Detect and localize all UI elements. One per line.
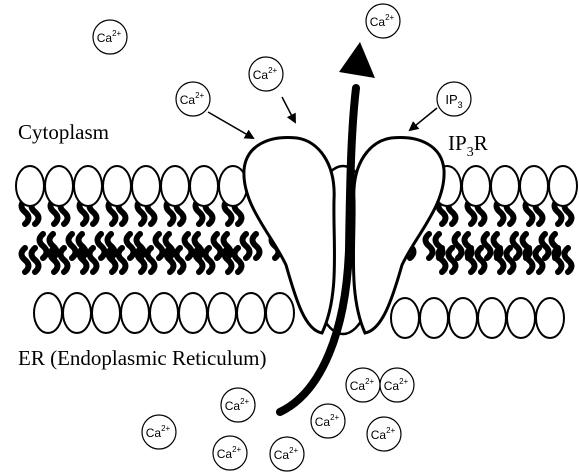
lipid-head (74, 166, 102, 206)
lipid-tail (156, 234, 163, 258)
lipid-head (179, 293, 207, 333)
lipid-tail (536, 248, 543, 272)
lipid-head (161, 166, 189, 206)
lipid-head (520, 166, 548, 206)
calcium-ion: Ca2+ (367, 417, 401, 451)
lipid-head (391, 298, 419, 338)
lipid-tail (127, 234, 134, 258)
calcium-ion: Ca2+ (270, 437, 304, 471)
ca-binding-arrow-left (208, 112, 253, 138)
calcium-ion: Ca2+ (176, 82, 210, 116)
lipid-tails-left (22, 200, 289, 272)
lipid-head (121, 293, 149, 333)
lipid-tail (507, 248, 514, 272)
lipid-head (507, 298, 535, 338)
lipid-tail (185, 234, 192, 258)
lipid-head (132, 166, 160, 206)
lipid-tail (98, 234, 105, 258)
ca-binding-arrow-center (282, 97, 295, 122)
calcium-ion: Ca2+ (93, 20, 127, 54)
lipid-head (208, 293, 236, 333)
lipid-tail (484, 234, 491, 258)
calcium-ion: Ca2+ (142, 415, 176, 449)
lipid-tail (449, 248, 456, 272)
lipid-tail (214, 234, 221, 258)
lipid-tail (61, 248, 68, 272)
lipid-tail (235, 248, 242, 272)
lipid-head (34, 293, 62, 333)
lipid-tail (69, 234, 76, 258)
calcium-ion: Ca2+ (380, 368, 414, 402)
lipid-tail (426, 234, 433, 258)
lipid-tail (177, 248, 184, 272)
calcium-ion: Ca2+ (213, 436, 247, 470)
lipid-tail (478, 248, 485, 272)
calcium-ion: Ca2+ (346, 368, 380, 402)
er-label: ER (Endoplasmic Reticulum) (18, 346, 266, 370)
lipid-tail (253, 234, 260, 258)
lipid-tail (206, 248, 213, 272)
lipid-tail (513, 234, 520, 258)
lipid-head (150, 293, 178, 333)
ip3r-label: IP3R (448, 131, 488, 160)
lipid-head (420, 298, 448, 338)
lipid-head (536, 298, 564, 338)
lipid-tail (455, 234, 462, 258)
lipid-head (549, 166, 577, 206)
lipid-head (63, 293, 91, 333)
lipid-tail (90, 248, 97, 272)
lipid-head (462, 166, 490, 206)
lipid-head (103, 166, 131, 206)
cytoplasm-label: Cytoplasm (18, 120, 109, 144)
lipid-head (491, 166, 519, 206)
lipid-tail (148, 248, 155, 272)
lipid-head (45, 166, 73, 206)
lipid-head (16, 166, 44, 206)
lipid-head (92, 293, 120, 333)
calcium-ion: Ca2+ (366, 4, 400, 38)
calcium-ion: Ca2+ (249, 57, 283, 91)
ip3-ligand: IP3 (437, 82, 471, 116)
lipid-tail (119, 248, 126, 272)
lipid-tail (243, 234, 250, 258)
lipid-head (449, 298, 477, 338)
lipid-tail (32, 248, 39, 272)
lipid-head (478, 298, 506, 338)
lipid-head (266, 293, 294, 333)
lipid-head (190, 166, 218, 206)
calcium-ion: Ca2+ (311, 404, 345, 438)
lipid-tail (542, 234, 549, 258)
lipid-tail (22, 248, 29, 272)
ip3-binding-arrow (410, 108, 437, 130)
lipid-tail (40, 234, 47, 258)
calcium-ion: Ca2+ (221, 388, 255, 422)
lipid-head (237, 293, 265, 333)
lipid-tail (565, 248, 572, 272)
